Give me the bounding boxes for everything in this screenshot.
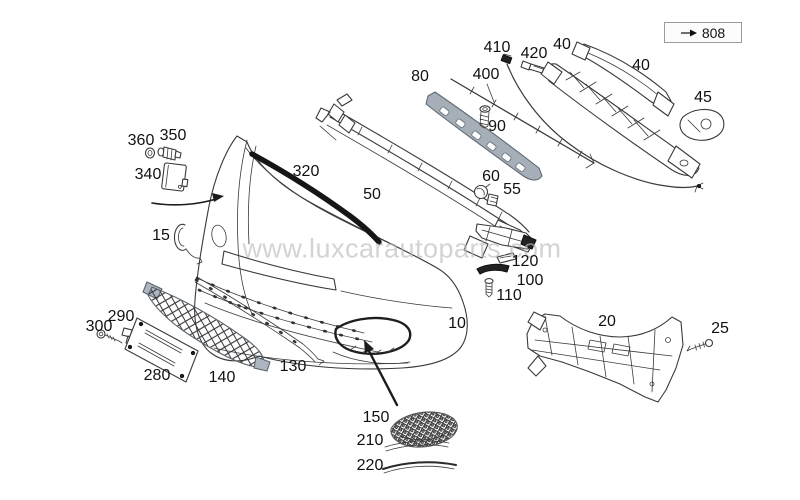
part-label-10: 10 <box>448 315 466 332</box>
right-arrow-icon <box>680 29 697 36</box>
screw-25-drawing <box>686 338 714 352</box>
sensor-410-drawing <box>500 53 704 193</box>
trim-strip-210-drawing <box>384 440 450 452</box>
part-label-20: 20 <box>598 313 616 330</box>
part-label-300: 300 <box>85 318 113 335</box>
ring-360-drawing <box>144 147 156 159</box>
grommet-60-drawing <box>473 183 491 200</box>
fog-grille-arrow <box>364 340 399 407</box>
part-label-150: 150 <box>362 409 390 426</box>
watermark-text: www.luxcarautoparts.com <box>242 233 562 264</box>
part-label-400: 400 <box>472 66 500 83</box>
trim-strip-320-drawing <box>249 151 382 245</box>
license-plate-bracket-drawing <box>124 317 199 383</box>
reference-number: 808 <box>701 24 726 41</box>
screw-110-drawing <box>484 278 494 298</box>
screw-90-drawing <box>479 105 491 129</box>
part-label-220: 220 <box>356 457 384 474</box>
trim-strip-220-drawing <box>382 461 457 474</box>
part-label-80: 80 <box>411 68 429 85</box>
bracket-45-drawing <box>679 108 725 141</box>
part-label-350: 350 <box>159 127 187 144</box>
part-label-420: 420 <box>520 45 548 62</box>
screw-300-drawing <box>96 329 123 344</box>
harness-400-drawing <box>450 78 595 169</box>
part-label-25: 25 <box>711 320 729 337</box>
control-module-340-drawing <box>161 162 189 192</box>
part-label-50: 50 <box>363 186 381 203</box>
side-bracket-drawing <box>526 311 684 403</box>
part-label-40-left: 40 <box>553 36 571 53</box>
part-label-90: 90 <box>488 118 506 135</box>
part-label-360: 360 <box>127 132 155 149</box>
part-label-130: 130 <box>279 358 307 375</box>
part-label-40-right: 40 <box>632 57 650 74</box>
trim-strip-130-drawing <box>194 276 325 366</box>
center-support-bracket-drawing <box>475 223 537 250</box>
center-grille-drawing <box>142 281 271 372</box>
sensor-350-drawing <box>157 146 182 161</box>
strip-100-drawing <box>476 263 510 275</box>
part-label-15: 15 <box>152 227 170 244</box>
part-label-120: 120 <box>511 253 539 270</box>
energy-absorber-drawing <box>425 91 543 181</box>
part-label-280: 280 <box>143 367 171 384</box>
part-label-210: 210 <box>356 432 384 449</box>
crash-bar-upper-drawing <box>571 41 675 117</box>
side-grille-drawing <box>390 411 458 448</box>
clip-55-drawing <box>486 193 499 207</box>
part-label-55: 55 <box>503 181 521 198</box>
bumper-cover-drawing <box>194 135 468 370</box>
part-label-290: 290 <box>107 308 135 325</box>
part-label-140: 140 <box>208 369 236 386</box>
valve-420-drawing <box>520 60 545 74</box>
reference-box: 808 <box>664 22 742 43</box>
part-label-320: 320 <box>292 163 320 180</box>
part-label-340: 340 <box>134 166 162 183</box>
left-pointer-arrow <box>151 193 224 206</box>
part-label-110: 110 <box>496 287 522 304</box>
bracket-120-drawing <box>496 252 517 264</box>
tow-hook-cover-drawing <box>173 223 203 265</box>
part-label-45: 45 <box>694 89 712 106</box>
part-label-100: 100 <box>516 272 544 289</box>
part-label-410: 410 <box>483 39 511 56</box>
part-label-60: 60 <box>482 168 500 185</box>
